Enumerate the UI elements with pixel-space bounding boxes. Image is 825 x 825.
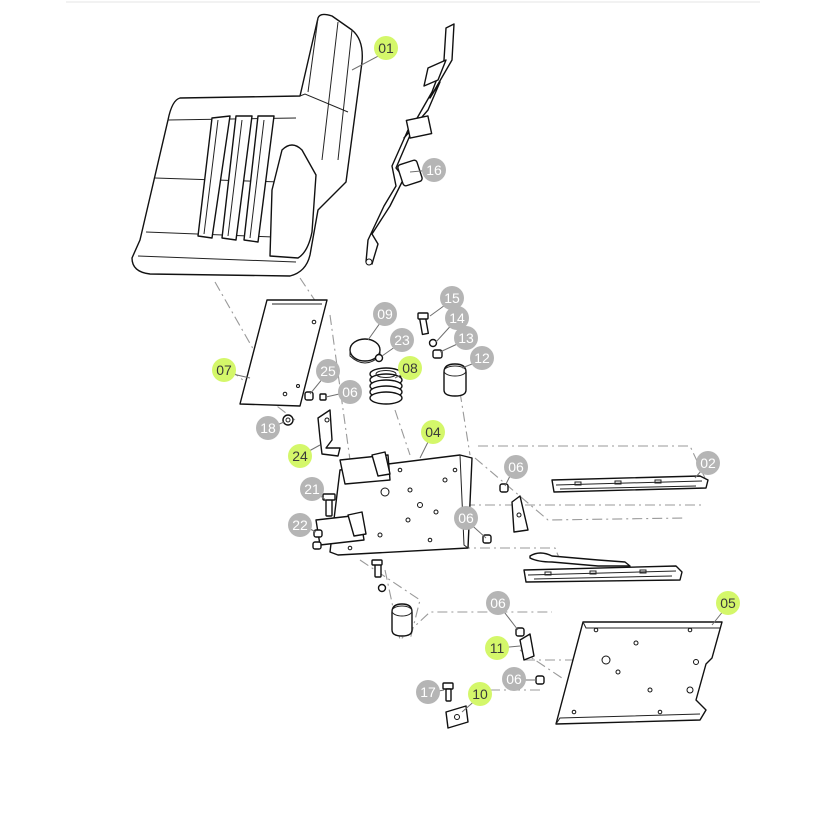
svg-text:22: 22 (292, 517, 308, 533)
callout-02: 02 (696, 451, 720, 475)
seat-belt (365, 23, 455, 266)
callout-16: 16 (422, 158, 446, 182)
rail-brackets (482, 483, 529, 544)
callout-05: 05 (716, 591, 740, 615)
svg-text:13: 13 (458, 330, 474, 346)
svg-text:08: 08 (402, 360, 418, 376)
svg-text:21: 21 (304, 481, 320, 497)
callout-15: 15 (440, 286, 464, 310)
spring-assembly (349, 338, 403, 405)
svg-text:23: 23 (394, 332, 410, 348)
callout-23: 23 (390, 328, 414, 352)
callout-06-upper: 06 (338, 380, 362, 404)
svg-text:07: 07 (216, 362, 232, 378)
callout-06-rail: 06 (504, 455, 528, 479)
lower-hardware (442, 627, 545, 729)
callout-22: 22 (288, 513, 312, 537)
svg-text:06: 06 (506, 671, 522, 687)
slide-rail-lower (523, 552, 683, 583)
svg-text:05: 05 (720, 595, 736, 611)
svg-text:11: 11 (490, 640, 505, 656)
base-plate-04 (315, 451, 473, 556)
callout-10: 10 (468, 682, 492, 706)
svg-text:18: 18 (260, 420, 276, 436)
svg-text:01: 01 (378, 40, 394, 56)
svg-text:06: 06 (490, 595, 506, 611)
svg-text:04: 04 (425, 424, 441, 440)
callout-08: 08 (398, 356, 422, 380)
svg-text:16: 16 (426, 162, 442, 178)
svg-text:25: 25 (320, 363, 336, 379)
svg-text:24: 24 (292, 448, 308, 464)
callout-18: 18 (256, 416, 280, 440)
callout-01: 01 (374, 36, 398, 60)
bolts-21-22 (312, 493, 336, 550)
svg-text:14: 14 (449, 310, 465, 326)
plate-07 (239, 299, 328, 407)
callout-06-lower: 06 (486, 591, 510, 615)
seat-cushion (131, 13, 363, 277)
callout-04: 04 (421, 420, 445, 444)
callout-06-mid: 06 (454, 506, 478, 530)
callout-17: 17 (416, 680, 440, 704)
bracket-24 (317, 409, 341, 457)
callout-21: 21 (300, 477, 324, 501)
callout-markers: 01 02 04 05 06 06 06 06 06 07 08 09 10 1… (212, 36, 740, 706)
svg-text:06: 06 (458, 510, 474, 526)
callout-24: 24 (288, 444, 312, 468)
lower-bushing (371, 559, 413, 637)
svg-text:09: 09 (377, 306, 393, 322)
callout-06-base: 06 (502, 667, 526, 691)
bolt-stack (417, 312, 467, 397)
svg-text:17: 17 (420, 684, 436, 700)
svg-text:10: 10 (472, 686, 488, 702)
svg-text:12: 12 (474, 350, 490, 366)
svg-text:06: 06 (508, 459, 524, 475)
svg-text:15: 15 (444, 290, 460, 306)
callout-07: 07 (212, 358, 236, 382)
callout-14: 14 (445, 306, 469, 330)
bottom-base-05 (555, 621, 723, 725)
svg-text:06: 06 (342, 384, 358, 400)
callout-13: 13 (454, 326, 478, 350)
callout-12: 12 (470, 346, 494, 370)
slide-rail-upper (551, 475, 709, 493)
callout-11: 11 (485, 636, 509, 660)
callout-09: 09 (373, 302, 397, 326)
svg-text:02: 02 (700, 455, 716, 471)
callout-25: 25 (316, 359, 340, 383)
